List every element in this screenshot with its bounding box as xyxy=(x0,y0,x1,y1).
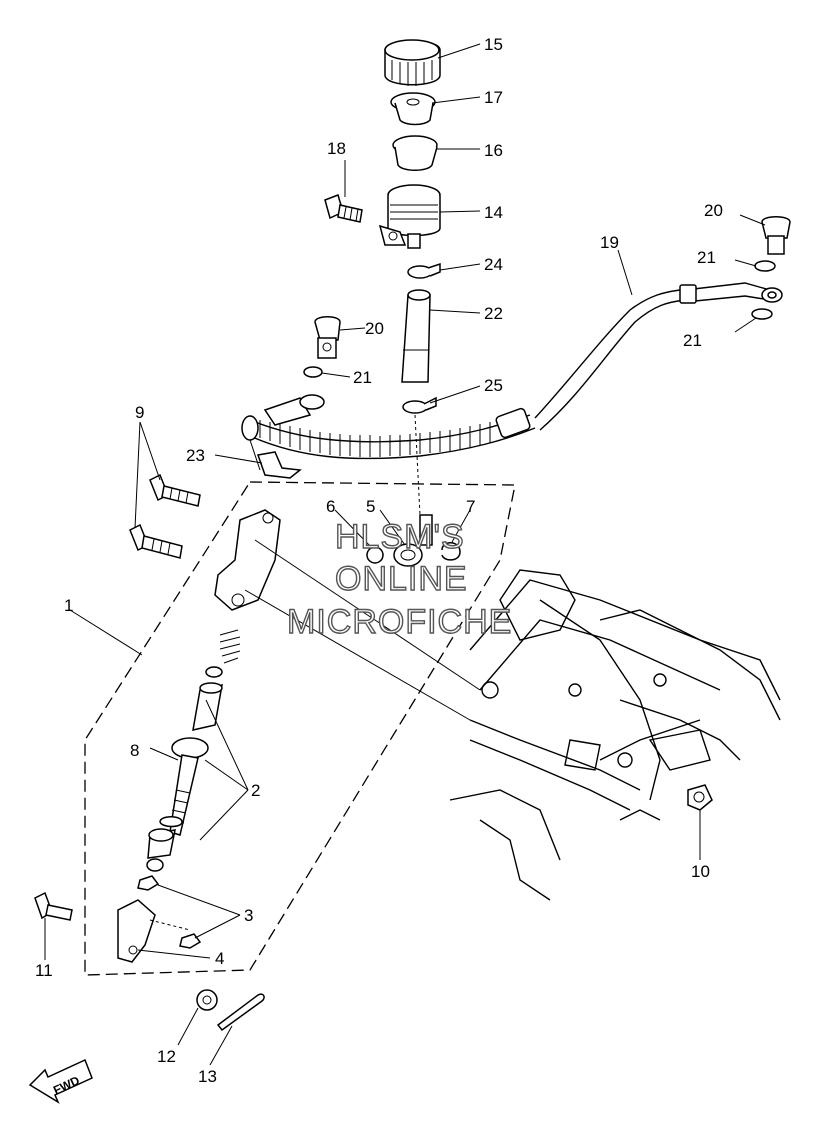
cotter-pin-13 xyxy=(216,993,265,1032)
callout-25: 25 xyxy=(484,376,503,395)
callout-20-left: 20 xyxy=(365,319,384,338)
callout-9: 9 xyxy=(135,403,144,422)
bolt-8 xyxy=(169,737,209,836)
callout-15: 15 xyxy=(484,35,503,54)
union-bolt-20-left xyxy=(314,316,341,359)
hose-nipple xyxy=(419,514,433,546)
piston xyxy=(192,682,223,731)
callout-24: 24 xyxy=(484,255,503,274)
callout-labels: 15 17 16 18 14 20 19 21 24 22 20 21 21 2… xyxy=(35,35,723,1086)
callout-13: 13 xyxy=(198,1067,217,1086)
callout-5: 5 xyxy=(366,497,375,516)
washer-21-lower-right xyxy=(751,308,773,320)
mount-line-a xyxy=(254,539,481,691)
reservoir-tank xyxy=(378,184,441,249)
reservoir-hose-22 xyxy=(401,289,431,383)
joint-5 xyxy=(393,543,423,567)
bolt-18 xyxy=(324,194,363,223)
diaphragm-plate xyxy=(390,92,436,126)
mount-line-b xyxy=(244,589,471,721)
circlip-7 xyxy=(441,542,461,561)
watermark-line-2: ONLINE xyxy=(335,560,468,598)
o-ring-6 xyxy=(366,546,384,564)
callout-11: 11 xyxy=(35,961,53,980)
nut-3-upper xyxy=(137,875,160,891)
callout-20-right: 20 xyxy=(704,201,723,220)
washer-21-upper-right xyxy=(754,260,776,272)
callout-8: 8 xyxy=(130,741,139,760)
callout-3: 3 xyxy=(244,906,253,925)
clevis-dash xyxy=(149,919,191,931)
clevis-4 xyxy=(117,899,156,963)
washer-12 xyxy=(196,989,218,1011)
callout-21-lower-right: 21 xyxy=(683,331,702,350)
bolts-9 xyxy=(129,473,201,559)
hose-clip-25 xyxy=(402,396,437,414)
boot xyxy=(147,828,176,859)
callout-12: 12 xyxy=(157,1047,176,1066)
assembly-outline xyxy=(84,481,516,976)
spring xyxy=(219,629,241,664)
nut-upper xyxy=(146,858,164,872)
watermark-line-3: MICROFICHE xyxy=(287,603,512,641)
washer-21-left xyxy=(303,366,323,378)
callout-17: 17 xyxy=(484,88,503,107)
grommet-10 xyxy=(687,784,713,811)
reservoir-cap xyxy=(384,39,441,86)
diaphragm xyxy=(392,135,438,171)
callout-4: 4 xyxy=(215,949,224,968)
brake-hose xyxy=(241,282,783,460)
watermark-line-1: HLSM'S xyxy=(335,518,465,556)
circlip xyxy=(159,816,183,828)
fwd-arrow-icon: FWD xyxy=(28,1058,93,1104)
callout-1: 1 xyxy=(64,596,73,615)
center-line-reservoir xyxy=(414,414,421,516)
bolt-11 xyxy=(34,891,73,921)
callout-23: 23 xyxy=(186,446,205,465)
callout-18: 18 xyxy=(327,139,346,158)
hose-guide-23 xyxy=(257,451,302,479)
frame-structure xyxy=(449,569,781,901)
callout-21-upper-right: 21 xyxy=(697,248,716,267)
callout-6: 6 xyxy=(326,497,335,516)
callout-16: 16 xyxy=(484,141,503,160)
nut-3-lower xyxy=(179,933,202,949)
callout-2: 2 xyxy=(251,781,260,800)
callout-19: 19 xyxy=(600,233,619,252)
watermark: HLSM'S ONLINE MICROFICHE xyxy=(286,517,512,641)
hose-clip-24 xyxy=(407,262,441,279)
callout-10: 10 xyxy=(691,862,710,881)
callout-21-left: 21 xyxy=(353,368,372,387)
callout-7: 7 xyxy=(466,497,475,516)
cup xyxy=(205,666,223,678)
union-bolt-20-right xyxy=(761,216,791,255)
leader-lines xyxy=(44,43,766,1066)
callout-22: 22 xyxy=(484,304,503,323)
callout-14: 14 xyxy=(484,203,503,222)
mounting-bracket xyxy=(214,509,281,611)
